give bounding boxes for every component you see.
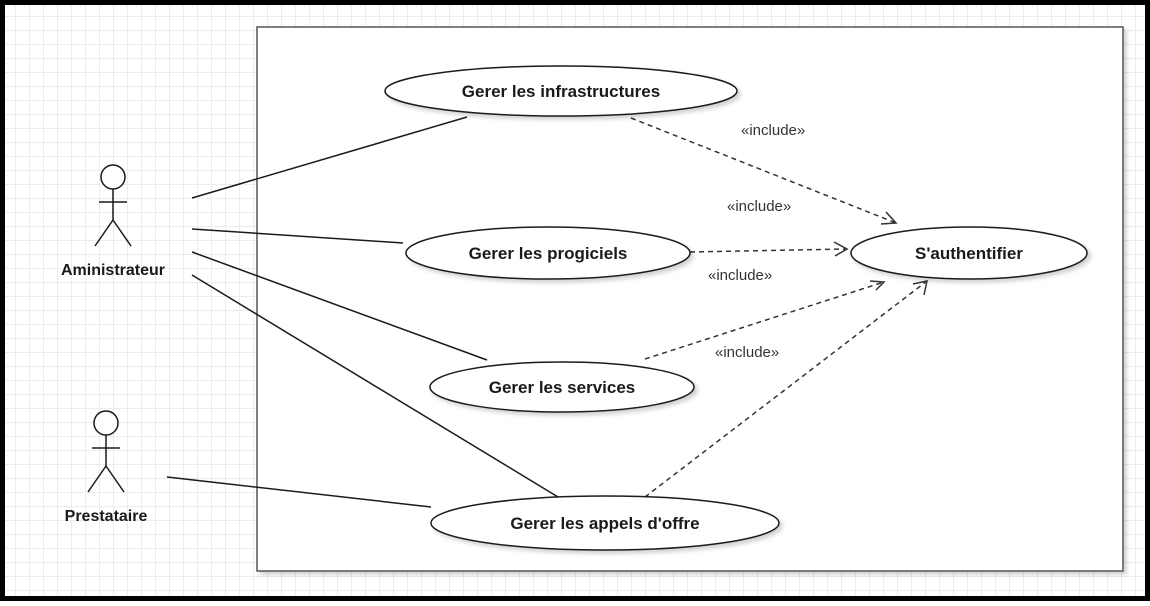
- use-case-services-label: Gerer les services: [489, 378, 636, 397]
- include-services-auth: [644, 281, 885, 360]
- use-case-appels[interactable]: Gerer les appels d'offre: [430, 495, 780, 551]
- system-boundary: [256, 26, 1124, 572]
- arrowhead-services: [869, 280, 886, 291]
- use-case-progiciels-label: Gerer les progiciels: [469, 244, 628, 263]
- associations: [166, 116, 559, 508]
- use-case-diagram: «include» «include» «include» «include» …: [61, 26, 1124, 572]
- arrowhead-appels: [912, 280, 928, 296]
- include-label-1: «include»: [741, 122, 805, 139]
- include-label-4: «include»: [715, 344, 779, 361]
- use-case-auth[interactable]: S'authentifier: [850, 226, 1088, 280]
- include-infrastructures-auth: [630, 117, 897, 224]
- arrowhead-infrastructures: [880, 211, 898, 225]
- actor-provider[interactable]: [87, 410, 125, 493]
- actor-provider-label: Prestataire: [65, 508, 148, 525]
- use-case-services[interactable]: Gerer les services: [429, 361, 695, 413]
- arrowheads: [833, 211, 928, 296]
- actor-admin[interactable]: [94, 164, 132, 247]
- use-case-auth-label: S'authentifier: [915, 244, 1023, 263]
- use-case-progiciels[interactable]: Gerer les progiciels: [405, 226, 691, 280]
- assoc-admin-progiciels: [191, 228, 404, 244]
- include-label-2: «include»: [727, 198, 791, 215]
- actor-admin-label: Aministrateur: [61, 262, 165, 279]
- assoc-admin-services: [191, 251, 488, 361]
- include-progiciels-auth: [689, 248, 848, 253]
- actor-provider-head-icon: [93, 410, 119, 436]
- assoc-provider-appels: [166, 476, 432, 508]
- use-case-infrastructures-label: Gerer les infrastructures: [462, 82, 660, 101]
- use-case-appels-label: Gerer les appels d'offre: [510, 514, 699, 533]
- use-case-infrastructures[interactable]: Gerer les infrastructures: [384, 65, 738, 117]
- assoc-admin-infrastructures: [191, 116, 468, 199]
- assoc-admin-appels: [191, 274, 559, 498]
- include-label-3: «include»: [708, 267, 772, 284]
- arrowhead-progiciels: [833, 241, 849, 257]
- actor-admin-head-icon: [100, 164, 126, 190]
- include-relations: [630, 117, 928, 498]
